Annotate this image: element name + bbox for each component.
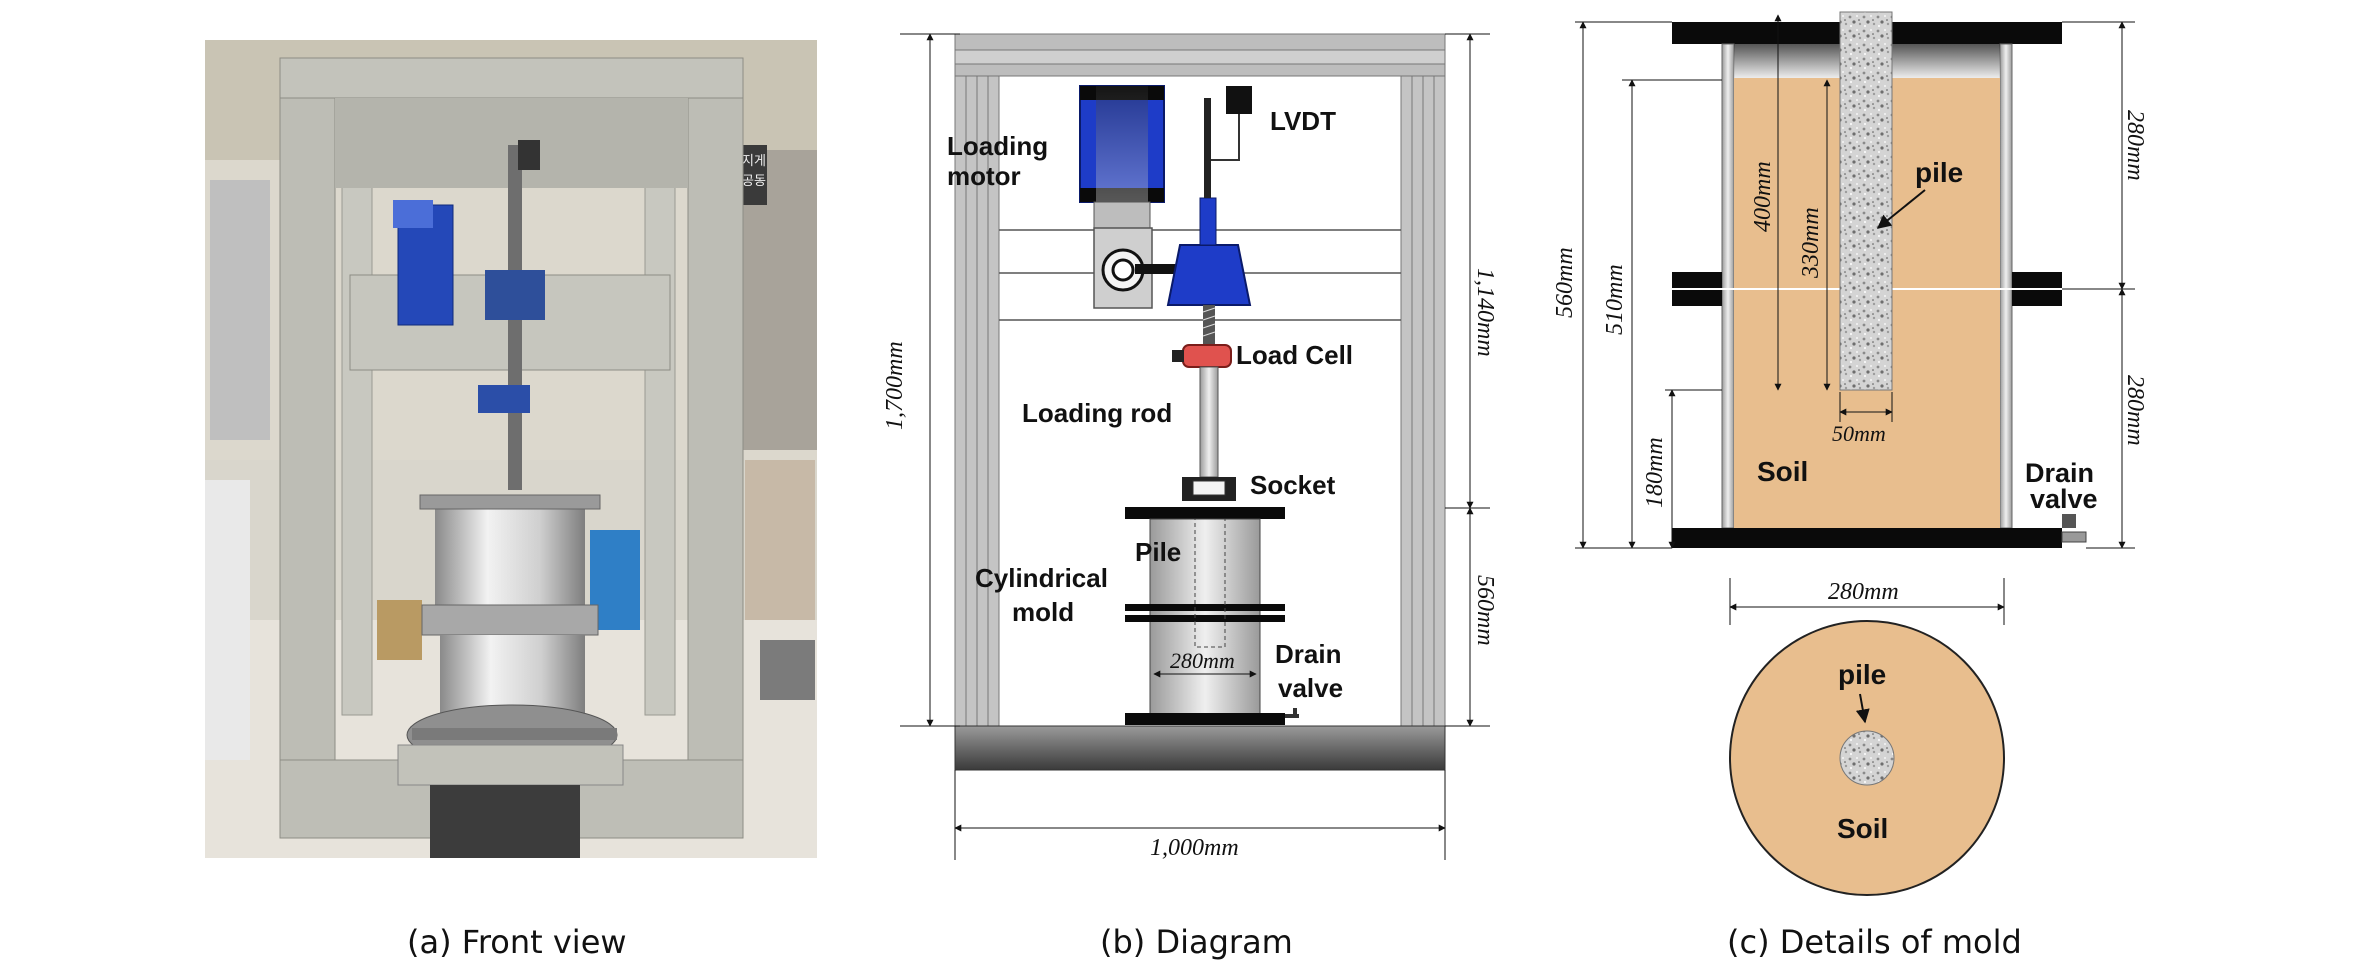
dim-upper-half: 280mm [2122, 110, 2148, 181]
label-socket: Socket [1250, 470, 1336, 500]
label-loading-motor-2: motor [947, 161, 1021, 191]
dim-pile-length: 400mm [1750, 161, 1776, 232]
caption-diagram: (b) Diagram [1100, 923, 1293, 961]
label-loading-rod: Loading rod [1022, 398, 1172, 428]
dim-total-height: 1,700mm [882, 341, 908, 430]
label-mold-drain-1: Drain [2025, 458, 2094, 488]
label-mold-2: mold [1012, 597, 1074, 627]
dim-upper-height: 1,140mm [1472, 268, 1498, 357]
caption-mold-details: (c) Details of mold [1727, 923, 2022, 961]
label-drain-1: Drain [1275, 639, 1341, 669]
label-mold-pile: pile [1915, 157, 1963, 188]
label-mold-soil: Soil [1757, 456, 1808, 487]
label-pile: Pile [1135, 537, 1181, 567]
dim-embed-length: 330mm [1798, 207, 1824, 279]
dim-width: 1,000mm [1150, 835, 1239, 861]
caption-front-view: (a) Front view [407, 923, 627, 961]
label-plan-soil: Soil [1837, 813, 1888, 844]
label-load-cell: Load Cell [1236, 340, 1353, 370]
wall-sign-line-2: 공동 [742, 174, 766, 189]
dim-lower-height: 560mm [1472, 575, 1498, 646]
label-mold-1: Cylindrical [975, 563, 1108, 593]
dim-lower-half: 280mm [2122, 375, 2148, 446]
mold-details: 560mm 510mm 180mm 400mm 330mm 50mm 280mm… [1552, 11, 2148, 896]
dim-mold-diameter: 280mm [1170, 648, 1235, 673]
dim-mold-total: 560mm [1552, 247, 1578, 318]
dim-pile-width: 50mm [1832, 421, 1886, 446]
dim-bottom-offset: 180mm [1642, 437, 1668, 508]
dim-plan-diameter: 280mm [1828, 579, 1899, 605]
label-drain-2: valve [1278, 673, 1343, 703]
label-mold-drain-2: valve [2030, 484, 2098, 514]
test-setup-diagram: LVDT Loading motor Load Cell Loading rod… [882, 33, 1498, 861]
label-loading-motor-1: Loading [947, 131, 1048, 161]
label-lvdt: LVDT [1270, 106, 1336, 136]
label-plan-pile: pile [1838, 659, 1886, 690]
front-view-photo: 지게 공동 [205, 40, 817, 858]
wall-sign-line-1: 지게 [742, 154, 766, 169]
dim-soil-height: 510mm [1602, 264, 1628, 335]
